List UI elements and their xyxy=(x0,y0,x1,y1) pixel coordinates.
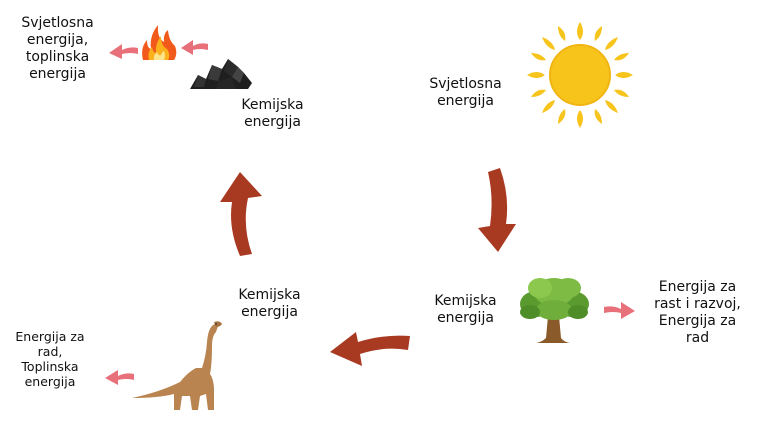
cycle-arrow-sun-to-tree xyxy=(478,168,516,252)
tree-icon xyxy=(520,278,589,343)
cycle-arrow-tree-to-dino xyxy=(330,332,410,366)
tree-energy-label: Kemijska energija xyxy=(434,293,497,326)
tree-output-label: Energija za rast i razvoj, Energija za r… xyxy=(654,279,741,346)
output-arrow-coal xyxy=(181,40,208,55)
output-arrow-fire xyxy=(109,44,138,59)
fire-energy-label: Svjetlosna energija, toplinska energija xyxy=(21,15,94,82)
output-arrow-dino xyxy=(105,370,134,385)
sun-disc xyxy=(550,45,610,105)
dino-energy-label: Kemijska energija xyxy=(238,287,301,320)
dino-output-label: Energija za rad, Toplinska energija xyxy=(15,329,85,389)
output-arrow-tree xyxy=(604,302,635,319)
sun-rays xyxy=(527,22,633,128)
dinosaur-icon xyxy=(132,321,222,410)
sun-icon xyxy=(527,22,633,128)
coal-icon xyxy=(190,59,252,89)
coal-energy-label: Kemijska energija xyxy=(241,97,304,130)
sun-energy-label: Svjetlosna energija xyxy=(429,76,502,109)
cycle-arrow-dino-to-coal xyxy=(220,172,262,256)
fire-icon xyxy=(142,25,177,60)
